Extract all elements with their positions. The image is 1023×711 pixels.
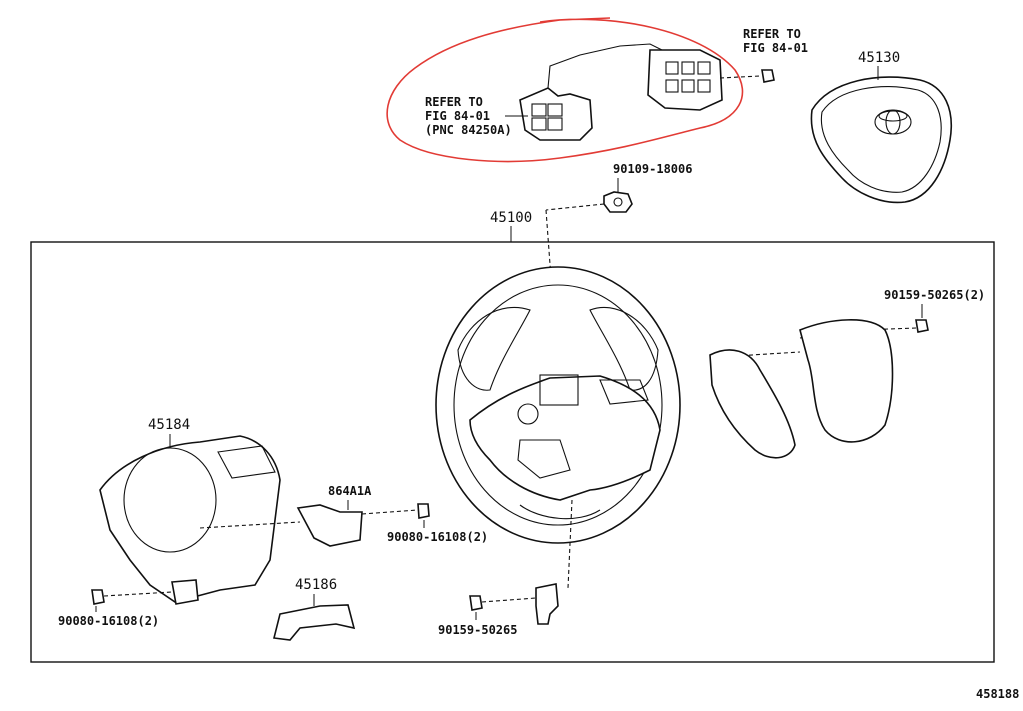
refer-left-line3: (PNC 84250A) xyxy=(425,123,512,137)
assembly-frame xyxy=(30,241,995,663)
refer-left-line2: FIG 84-01 xyxy=(425,109,490,123)
screw-right xyxy=(915,319,929,333)
label-90080-16108-lower: 90080-16108(2) xyxy=(58,614,159,628)
airbag-module xyxy=(810,76,952,204)
red-highlight-circle xyxy=(386,17,744,163)
label-90159-50265-2: 90159-50265(2) xyxy=(884,288,985,302)
screw-lower-left xyxy=(91,589,105,605)
steering-switch-assembly xyxy=(519,43,775,141)
label-90080-16108-bracket: 90080-16108(2) xyxy=(387,530,488,544)
label-45184: 45184 xyxy=(148,417,190,433)
screw-bottom xyxy=(469,595,483,611)
bottom-connector xyxy=(535,583,559,625)
bracket-part xyxy=(296,504,363,547)
refer-right-line2: FIG 84-01 xyxy=(743,41,808,55)
nut-part xyxy=(603,191,633,213)
small-cover xyxy=(273,604,356,641)
label-90109-18006: 90109-18006 xyxy=(613,162,692,176)
screw-bracket xyxy=(417,503,430,519)
label-90159-50265: 90159-50265 xyxy=(438,623,517,637)
label-45186: 45186 xyxy=(295,577,337,593)
figure-id: 458188 xyxy=(976,687,1019,701)
lower-cover xyxy=(99,435,281,605)
right-side-cover xyxy=(709,319,894,459)
label-45100: 45100 xyxy=(490,210,532,226)
steering-wheel xyxy=(435,266,681,544)
refer-right-line1: REFER TO xyxy=(743,27,801,41)
label-45130: 45130 xyxy=(858,50,900,66)
refer-left-line1: REFER TO xyxy=(425,95,483,109)
label-864A1A: 864A1A xyxy=(328,484,372,498)
